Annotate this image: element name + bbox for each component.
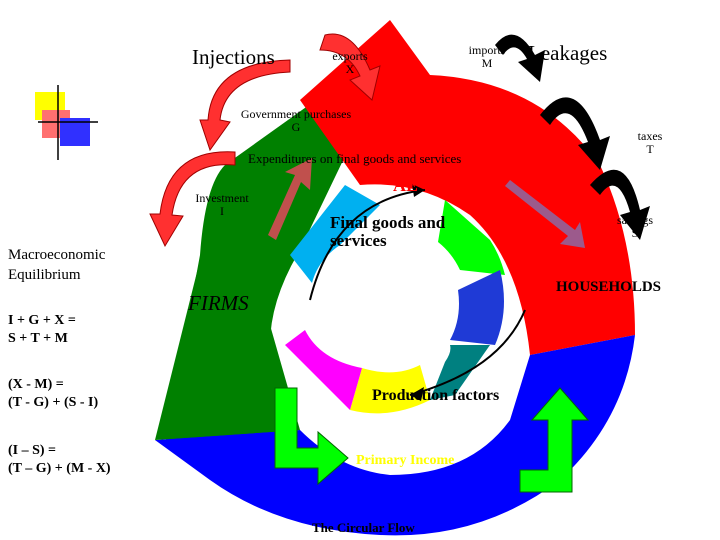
households-label: HOUSEHOLDS (556, 279, 662, 295)
taxes-symbol: T (646, 141, 654, 156)
equation-2-line1: (X - M) = (8, 377, 64, 392)
equation-1: I + G + X = S + T + M (8, 312, 76, 348)
imports-text: imports (468, 43, 506, 57)
outer-ring-red-segment (300, 20, 635, 355)
exports-label: exports X (322, 50, 378, 75)
inner-ring-magenta-segment (285, 330, 362, 410)
equilibrium-title: Macroeconomic Equilibrium (8, 246, 105, 285)
flow-arrow-goods (309, 189, 426, 301)
red-arrow-gov (199, 59, 291, 152)
black-arrow-savings (590, 169, 650, 240)
equation-1-line2: S + T + M (8, 331, 68, 347)
flow-arrow-factors (409, 309, 526, 396)
equilibrium-title-line1: Macroeconomic (8, 247, 106, 263)
inner-ring-teal-segment (430, 345, 490, 400)
imports-label: imports M (458, 44, 516, 69)
inner-ring-navy-segment (450, 270, 504, 345)
government-symbol: G (291, 119, 301, 134)
black-arrow-taxes (540, 97, 610, 170)
flow-arrow-goods-head (412, 184, 425, 197)
taxes-text: taxes (637, 129, 663, 143)
final-goods-line2: services (330, 230, 387, 250)
taxes-label: taxes T (630, 130, 670, 155)
circular-flow-footer: The Circular Flow (312, 520, 415, 535)
outer-ring-blue-segment (155, 335, 635, 536)
exports-text: exports (332, 49, 368, 63)
inner-ring-yellow-segment (350, 365, 430, 414)
investment-symbol: I (220, 203, 224, 218)
equilibrium-title-line2: Equilibrium (8, 266, 81, 283)
flow-arrow-factors-head (410, 387, 424, 401)
left-green-wedge (155, 255, 300, 440)
equation-3-line2: (T – G) + (M - X) (8, 461, 111, 477)
injections-label: Injections (192, 45, 275, 69)
leakages-label: Leakages (528, 41, 608, 65)
firms-label: FIRMS (188, 291, 249, 315)
final-goods-label: Final goods and services (330, 214, 445, 250)
black-arrow-imports (495, 34, 545, 82)
equation-2: (X - M) = (T - G) + (S - I) (8, 376, 98, 412)
investment-text: Investment (195, 191, 249, 205)
expenditures-label: Expenditures on final goods and services (248, 151, 462, 166)
final-goods-line1: Final goods and (330, 213, 446, 232)
primary-income-label: Primary Income (356, 453, 455, 468)
savings-symbol: S (631, 225, 639, 240)
equation-1-line1: I + G + X = (8, 313, 76, 328)
savings-label: savings S (610, 214, 660, 239)
mauve-arrow-right (505, 180, 585, 248)
brick-arrow-left (268, 158, 312, 240)
production-factors-label: Production factors (372, 387, 500, 404)
investment-label: Investment I (186, 192, 258, 217)
inner-ring-lime-segment (438, 200, 505, 275)
government-label: Government purchases G (228, 108, 364, 133)
government-text: Government purchases (240, 107, 352, 121)
equation-3-line1: (I – S) = (8, 443, 57, 458)
savings-text: savings (617, 213, 653, 227)
inner-ring-cyan-segment (290, 185, 380, 283)
red-arrow-investment (149, 151, 236, 248)
lime-arrow-right (519, 387, 590, 493)
equation-2-line2: (T - G) + (S - I) (8, 395, 99, 411)
equation-3: (I – S) = (T – G) + (M - X) (8, 442, 111, 478)
ae-label: AE (393, 175, 419, 195)
exports-symbol: X (345, 61, 355, 76)
red-arrow-exports (319, 33, 381, 101)
logo-squares (35, 85, 98, 160)
imports-symbol: M (481, 55, 493, 70)
lime-arrow-left (274, 387, 349, 486)
